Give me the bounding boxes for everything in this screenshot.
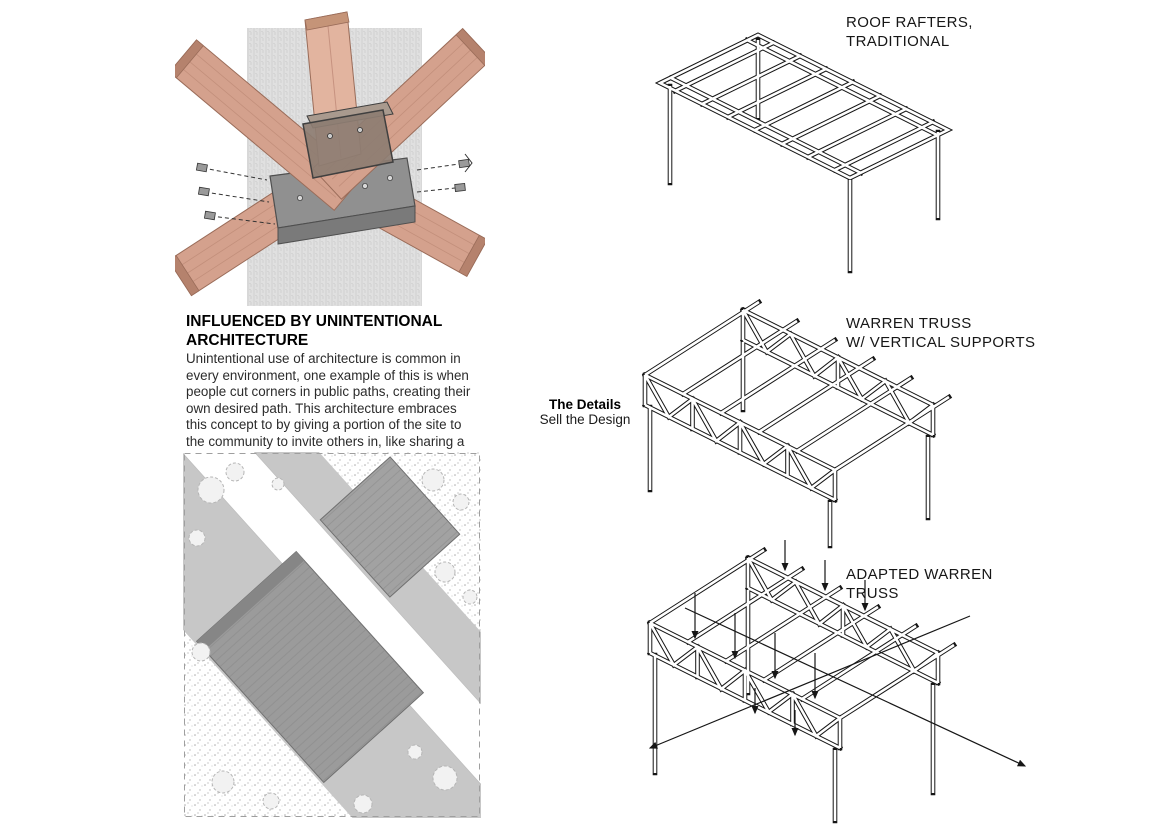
large-building xyxy=(195,550,425,784)
bolt-callouts xyxy=(195,158,470,225)
vegetation xyxy=(188,462,478,814)
caption-title: The Details xyxy=(548,397,622,412)
section-paragraph: Unintentional use of architecture is com… xyxy=(186,351,471,449)
load-arrows xyxy=(648,540,1027,767)
adapted-warren-truss-diagram xyxy=(625,540,1027,826)
caption-subtitle: Sell the Design xyxy=(539,412,631,427)
section-heading: INFLUENCED BY UNINTENTIONAL ARCHITECTURE xyxy=(186,313,443,349)
diagram-label-adapted-warren-truss: ADAPTED WARREN TRUSS xyxy=(846,566,993,602)
plan-boundary xyxy=(184,453,480,817)
center-caption: The Details Sell the Design xyxy=(515,397,655,427)
break-mark xyxy=(464,153,473,173)
connector-block xyxy=(302,101,394,179)
diagram-label-roof-rafters: ROOF RAFTERS, TRADITIONAL xyxy=(846,14,973,50)
small-building xyxy=(319,456,461,598)
timber-joint-figure xyxy=(175,11,485,306)
site-plan-figure xyxy=(183,452,481,818)
diagram-label-warren-truss: WARREN TRUSS W/ VERTICAL SUPPORTS xyxy=(846,315,1036,351)
roof-rafters-diagram xyxy=(640,18,970,280)
